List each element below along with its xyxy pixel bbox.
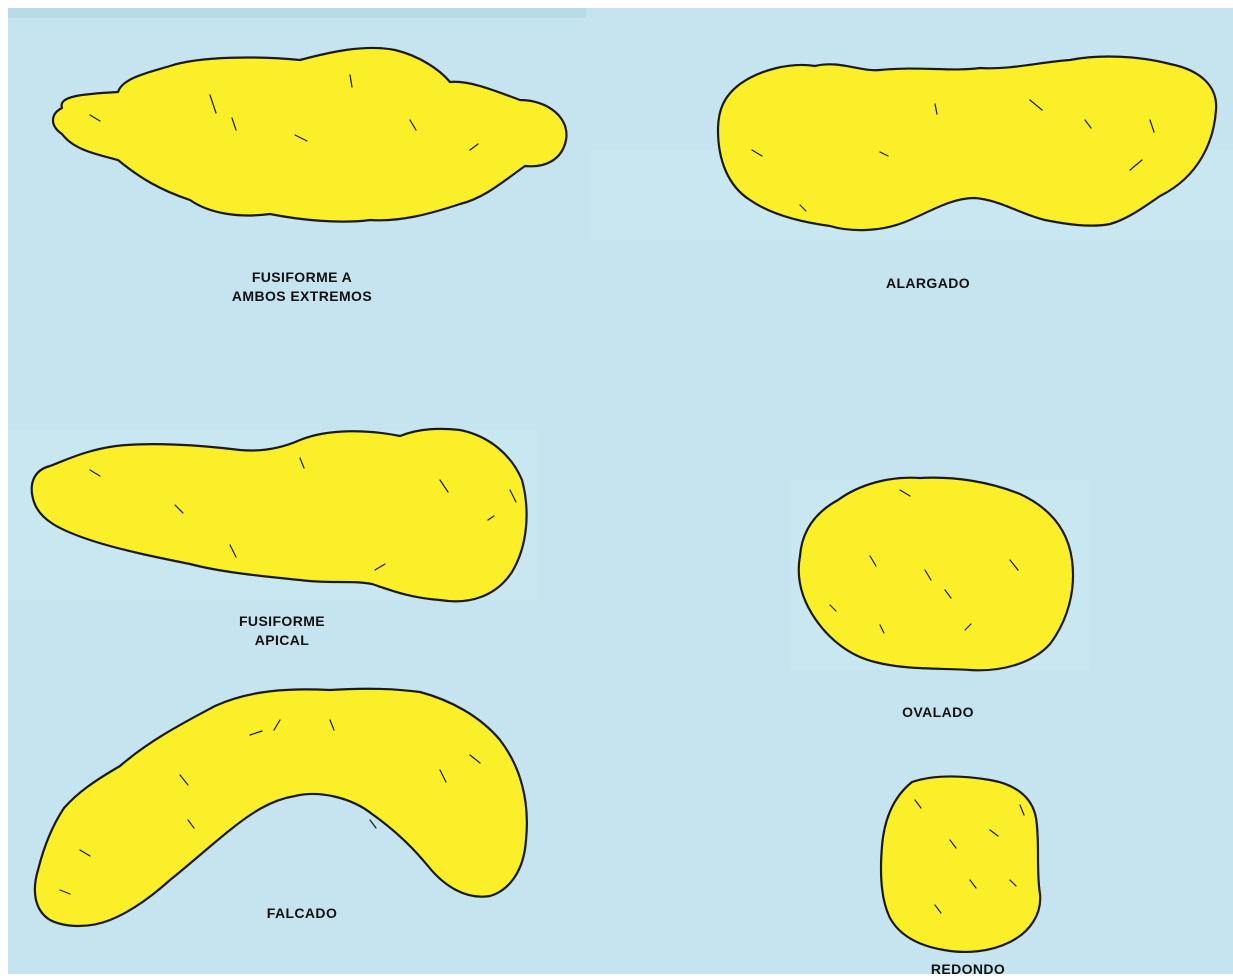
label-line: FALCADO xyxy=(267,904,337,923)
label-alargado: ALARGADO xyxy=(886,274,970,293)
label-line: FUSIFORME A xyxy=(232,268,372,287)
label-line: REDONDO xyxy=(931,960,1005,979)
label-line: OVALADO xyxy=(902,703,974,722)
label-ovalado: OVALADO xyxy=(902,703,974,722)
label-fusiforme-ambos: FUSIFORME A AMBOS EXTREMOS xyxy=(232,268,372,306)
tuber-shape-redondo xyxy=(881,777,1040,952)
label-fusiforme-apical: FUSIFORME APICAL xyxy=(239,612,325,650)
label-falcado: FALCADO xyxy=(267,904,337,923)
background-band xyxy=(8,8,586,18)
label-redondo: REDONDO xyxy=(931,960,1005,979)
label-line: AMBOS EXTREMOS xyxy=(232,287,372,306)
label-line: APICAL xyxy=(239,631,325,650)
label-line: ALARGADO xyxy=(886,274,970,293)
tuber-shape-ovalado xyxy=(799,478,1073,671)
label-line: FUSIFORME xyxy=(239,612,325,631)
